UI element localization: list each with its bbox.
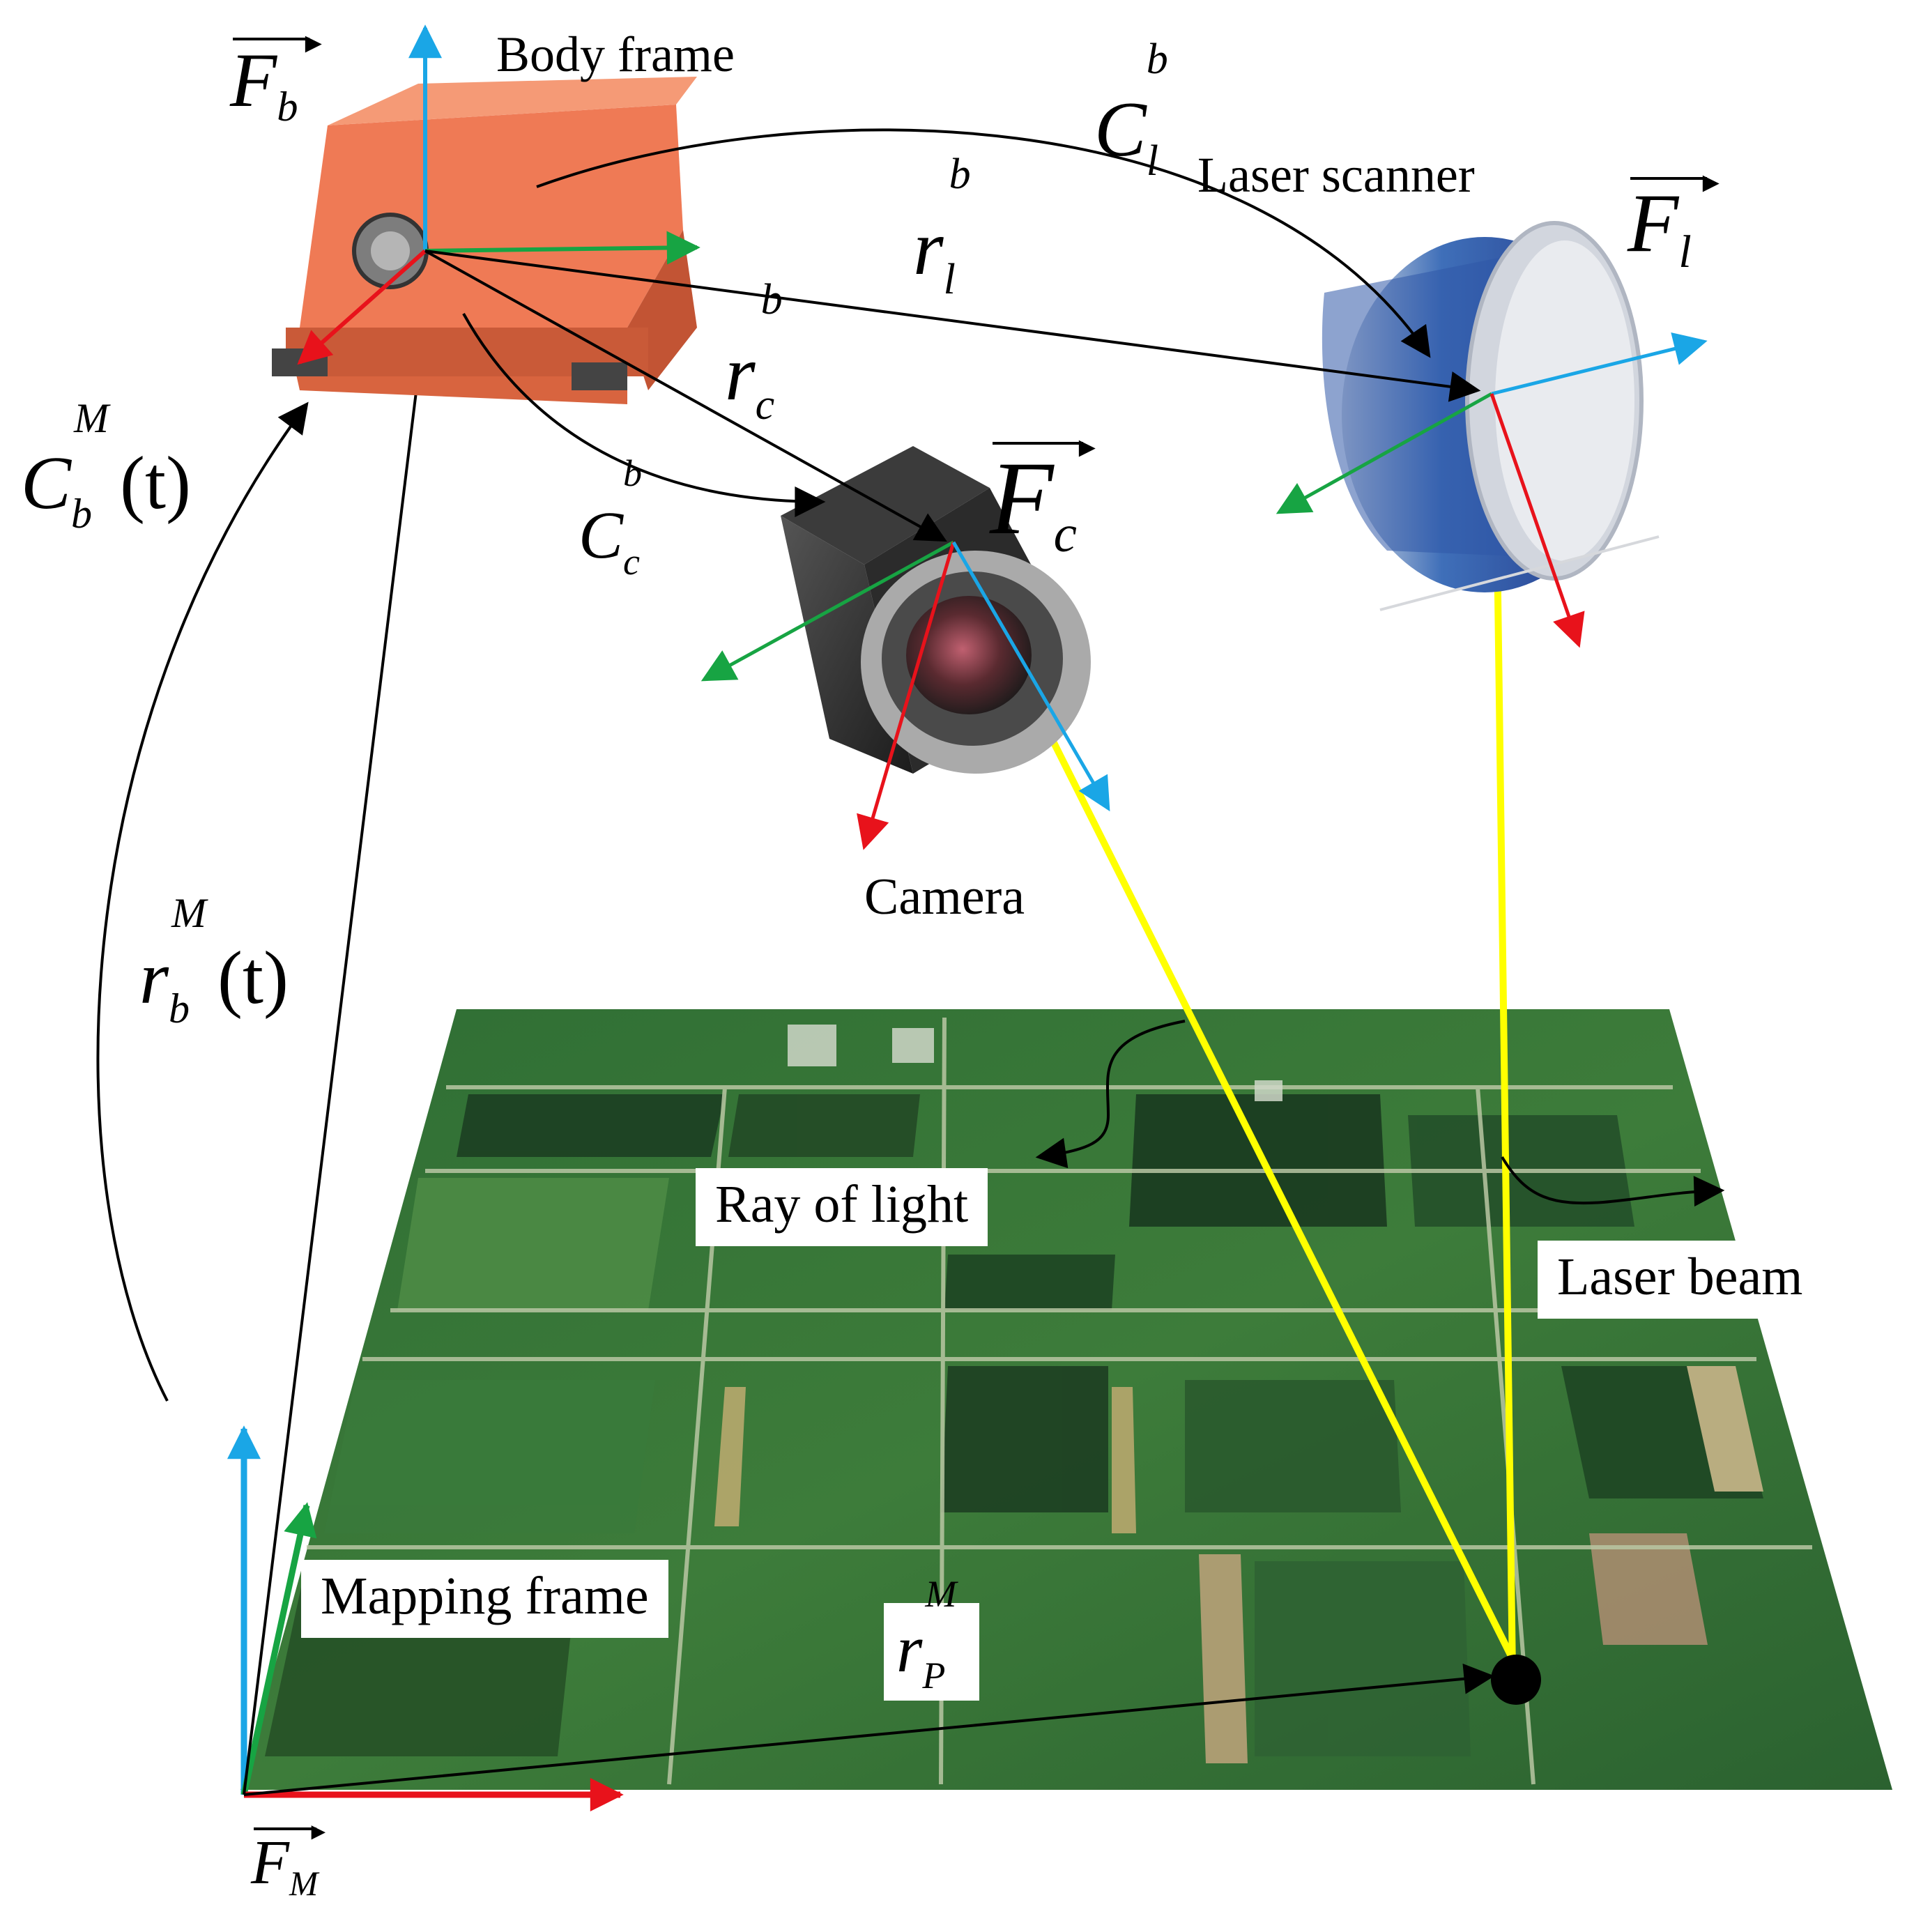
imu-body-device [272,77,697,404]
ray-of-light-label: Ray of light [696,1168,988,1246]
camera-frame-axes [700,540,1110,850]
laser-frame-axes [1276,332,1708,648]
laser-scanner-device [1322,221,1660,611]
symbol-f-c: ► Fc [990,431,1101,564]
mapping-frame-axes [227,1425,624,1811]
rotation-c-l-b-arrow [536,128,1431,358]
vector-r-l-b [424,250,1481,402]
laser-beam-line [1492,390,1516,1673]
laser-scanner-label: Laser scanner [1197,147,1475,203]
laser-beam-callout [1501,1156,1725,1207]
vector-r-p-m [243,1663,1495,1796]
body-frame-axes [297,24,700,365]
ray-of-light-callout [1035,1020,1186,1169]
vector-r-c-b [424,250,947,542]
rotation-c-c-b-arrow [462,313,826,517]
ground-point [1491,1655,1541,1705]
camera-label: Camera [864,868,1025,926]
symbol-f-l: ► Fl [1628,167,1725,278]
symbol-f-m: ► FM [251,1819,330,1903]
rotation-c-b-m-arrow [96,401,309,1402]
symbol-f-b: ► Fb [230,27,328,131]
body-frame-label: Body frame [496,26,735,82]
aerial-field-image [240,1009,1892,1790]
vector-r-b-m [243,258,445,1795]
mapping-frame-label: Mapping frame [301,1560,668,1638]
laser-beam-label: Laser beam [1538,1241,1823,1319]
